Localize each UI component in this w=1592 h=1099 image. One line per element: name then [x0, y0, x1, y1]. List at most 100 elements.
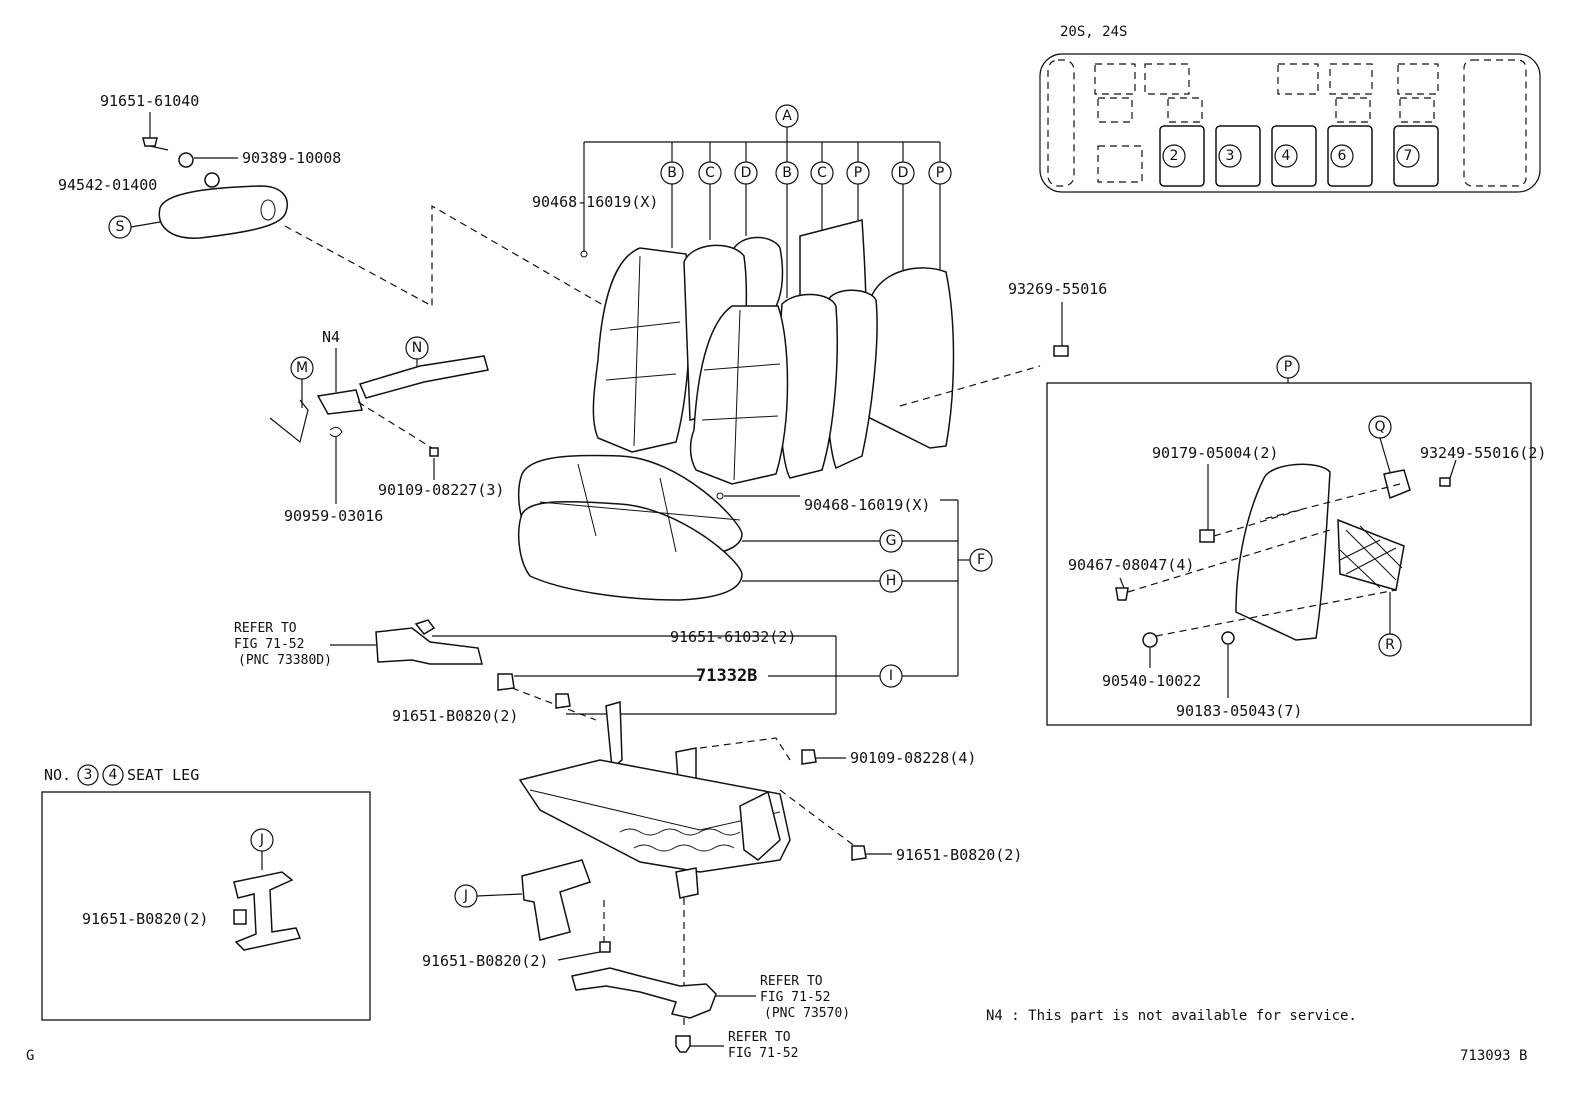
- part-90959-03016[interactable]: 90959-03016: [284, 507, 383, 525]
- svg-text:B: B: [782, 165, 792, 181]
- inset-title-prefix: NO.: [44, 766, 71, 784]
- seat-number-6: 6: [1330, 144, 1354, 168]
- seat-number-4: 4: [1274, 144, 1298, 168]
- part-90109-08228[interactable]: 90109-08228(4): [850, 749, 976, 767]
- p-grommet-icon: [1199, 529, 1215, 543]
- armrest-icon: [158, 185, 288, 239]
- belt-bolt-icon: [414, 619, 436, 635]
- seat-number-3: 3: [1218, 144, 1242, 168]
- armrest-nut-icon: [178, 152, 194, 168]
- cushion-group: 90468-16019(X) G H F: [517, 454, 993, 676]
- refer-lower-line2: FIG 71-52: [760, 990, 830, 1005]
- svg-text:R: R: [1385, 637, 1395, 653]
- recliner-lever-icon: [269, 399, 309, 444]
- svg-text:J: J: [463, 888, 468, 904]
- refer-lower-line3: (PNC 73570): [764, 1006, 850, 1021]
- spring-icon: [329, 426, 343, 438]
- footnote-n4: N4 : This part is not available for serv…: [986, 1008, 1357, 1024]
- vehicle-front: [1047, 59, 1075, 187]
- gas-spring-icon: [358, 355, 489, 399]
- part-90468-16019-top[interactable]: 90468-16019(X): [532, 193, 658, 211]
- part-91651-b0820-inset[interactable]: 91651-B0820(2): [82, 910, 208, 928]
- callout-h: H: [879, 569, 903, 593]
- callout-s: S: [108, 215, 132, 239]
- p-nut2-icon: [1221, 631, 1235, 645]
- callout-b1: B: [660, 161, 684, 185]
- seat-leg-group: J 91651-B0820(2): [422, 859, 611, 970]
- part-90540-10022[interactable]: 90540-10022: [1102, 672, 1201, 690]
- part-90468-16019-cushion[interactable]: 90468-16019(X): [804, 496, 930, 514]
- part-91651-b0820-right[interactable]: 91651-B0820(2): [896, 846, 1022, 864]
- part-94542-01400[interactable]: 94542-01400: [58, 176, 157, 194]
- recliner-bracket-icon: [316, 389, 363, 415]
- svg-text:6: 6: [1338, 148, 1347, 164]
- svg-text:C: C: [705, 165, 715, 181]
- inset-panel-frame: [1046, 382, 1532, 726]
- svg-text:Q: Q: [1374, 419, 1385, 435]
- callout-f: F: [969, 548, 993, 572]
- seat-cushion-pad: [517, 500, 743, 601]
- frame-side-bracket: [739, 790, 781, 861]
- p-clip-icon: [1115, 587, 1129, 601]
- part-90467-08047[interactable]: 90467-08047(4): [1068, 556, 1194, 574]
- armrest-screw-icon: [142, 137, 158, 147]
- part-93269-55016[interactable]: 93269-55016: [1008, 280, 1107, 298]
- svg-text:H: H: [886, 573, 897, 589]
- frame-screw-icon: [801, 749, 817, 765]
- seat-belt-buckle-icon: [375, 627, 483, 665]
- svg-text:P: P: [936, 165, 944, 181]
- refer-buckle-line2: FIG 71-52: [234, 637, 304, 652]
- callout-m: M: [290, 356, 314, 380]
- svg-text:J: J: [259, 832, 264, 848]
- inset-seatback-panel: P Q 93249-55016(2) 90179-05004(2) 90467-…: [1046, 355, 1546, 726]
- callout-i: I: [879, 664, 903, 688]
- bottom-bolt-icon: [675, 1035, 691, 1053]
- figure-number: 713093 B: [1460, 1048, 1527, 1064]
- part-91651-61040[interactable]: 91651-61040: [100, 92, 199, 110]
- seatback-left-cover: [592, 247, 691, 453]
- svg-text:S: S: [116, 219, 125, 235]
- part-90179-05004[interactable]: 90179-05004(2): [1152, 444, 1278, 462]
- svg-text:C: C: [817, 165, 827, 181]
- callout-n: N: [405, 336, 429, 360]
- refer-lower-line1: REFER TO: [760, 974, 823, 989]
- p-nut-icon: [1142, 632, 1158, 648]
- lower-belt-group: REFER TO FIG 71-52 (PNC 73570) REFER TO …: [571, 967, 850, 1061]
- callout-r: R: [1378, 633, 1402, 657]
- svg-text:I: I: [889, 668, 893, 684]
- callout-p2: P: [928, 161, 952, 185]
- inset-seat-leg: NO. 3 4 SEAT LEG J 91651-B0820(2): [41, 764, 371, 1021]
- callout-c1: C: [698, 161, 722, 185]
- inset-num-4: 4: [102, 764, 124, 786]
- label-n4: N4: [322, 328, 340, 346]
- part-91651-b0820-upper[interactable]: 91651-B0820(2): [392, 707, 518, 725]
- part-91651-b0820-lower[interactable]: 91651-B0820(2): [422, 952, 548, 970]
- part-91651-61032[interactable]: 91651-61032(2): [670, 628, 796, 646]
- refer-bottom-line1: REFER TO: [728, 1030, 791, 1045]
- callout-a: A: [775, 104, 799, 128]
- part-93249-55016[interactable]: 93249-55016(2): [1420, 444, 1546, 462]
- buckle-group: REFER TO FIG 71-52 (PNC 73380D) 91651-61…: [234, 619, 958, 725]
- callout-q: Q: [1368, 415, 1392, 439]
- svg-text:3: 3: [1226, 148, 1235, 164]
- callout-j-main: J: [454, 884, 478, 908]
- svg-text:F: F: [977, 552, 985, 568]
- seat-number-7: 7: [1396, 144, 1420, 168]
- seat-number-2: 2: [1162, 144, 1186, 168]
- seatback-rear-panel-2: [865, 267, 955, 449]
- lever-screw-icon: [429, 447, 439, 457]
- frame-bolt-right-icon: [851, 845, 867, 861]
- seat-frame-group: 90109-08228(4) 91651-B0820(2): [518, 701, 1022, 1030]
- svg-text:N: N: [412, 340, 422, 356]
- part-71332b[interactable]: 71332B: [696, 666, 757, 686]
- vehicle-marked-seats: [1159, 125, 1439, 187]
- inset-num-3: 3: [77, 764, 99, 786]
- part-90389-10008[interactable]: 90389-10008: [242, 149, 341, 167]
- part-90109-08227[interactable]: 90109-08227(3): [378, 481, 504, 499]
- inset-frame: [41, 791, 371, 1021]
- seatback-panel-icon: [1235, 463, 1331, 641]
- part-90183-05043[interactable]: 90183-05043(7): [1176, 702, 1302, 720]
- armrest-cap-icon: [204, 172, 220, 188]
- corner-label: G: [26, 1048, 34, 1064]
